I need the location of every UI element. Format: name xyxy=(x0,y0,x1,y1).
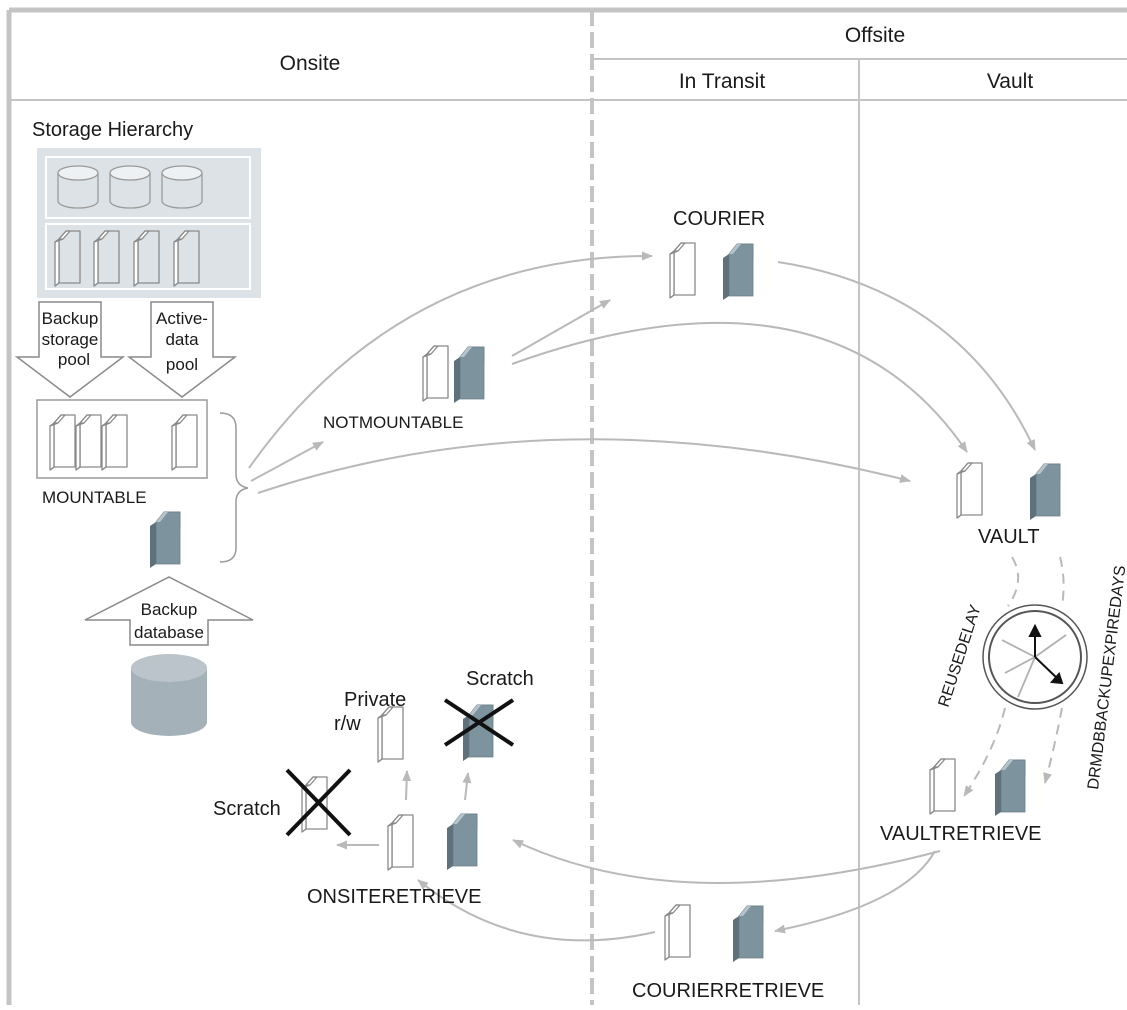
scratch-left-label: Scratch xyxy=(213,798,281,820)
tape-icon xyxy=(453,346,485,404)
arrow-vaultretrieve-to-courierretrieve xyxy=(774,850,936,934)
header-offsite: Offsite xyxy=(845,24,905,47)
backup-pool-label-1: Backup xyxy=(42,309,99,328)
active-pool-label-3: pool xyxy=(166,355,198,374)
tape-icon xyxy=(1029,463,1061,521)
tape-icon xyxy=(422,345,449,402)
state-notmountable: NOTMOUNTABLE xyxy=(323,413,463,432)
arrow-notmountable-to-courier xyxy=(511,299,611,357)
backup-database-arrow xyxy=(84,576,254,646)
backup-pool-label-3: pool xyxy=(58,350,90,369)
tape-icon xyxy=(446,813,478,871)
active-pool-label-2: data xyxy=(165,330,199,349)
backup-pool-label-2: storage xyxy=(42,330,99,349)
tape-icon xyxy=(664,904,691,961)
state-courier: COURIER xyxy=(673,208,765,230)
state-courierretrieve: COURIERRETRIEVE xyxy=(632,980,824,1002)
expiry-clock-icon xyxy=(982,604,1088,710)
arrow-mountable-to-notmountable xyxy=(250,441,324,482)
tape-icon xyxy=(722,243,754,301)
tape-icon xyxy=(956,462,983,519)
storage-hierarchy-title: Storage Hierarchy xyxy=(32,119,193,141)
private-label: Private xyxy=(344,689,406,711)
arrow-notmountable-to-vault xyxy=(511,321,968,453)
state-vault: VAULT xyxy=(978,526,1040,548)
arrow-mountable-to-courier xyxy=(248,251,653,469)
flow-arrows xyxy=(248,251,1036,942)
state-mountable: MOUNTABLE xyxy=(42,488,147,507)
rw-label: r/w xyxy=(334,713,361,735)
scratch-top-label: Scratch xyxy=(466,668,534,690)
private-tape-icon xyxy=(377,706,404,763)
database-cylinder-icon xyxy=(131,654,207,736)
backup-storage-pool-arrow xyxy=(14,301,126,398)
timer-reusedelay: REUSEDELAY xyxy=(936,602,985,709)
arrow-to-scratch xyxy=(462,772,472,801)
frame xyxy=(6,7,1127,1005)
tape-icon xyxy=(669,242,696,299)
cross-icon xyxy=(285,768,352,837)
active-data-pool-arrow xyxy=(126,301,238,398)
state-vaultretrieve: VAULTRETRIEVE xyxy=(880,823,1042,845)
backup-database-label-2: database xyxy=(134,623,204,642)
arrow-courier-to-vault xyxy=(777,261,1036,451)
tape-icon xyxy=(929,758,956,815)
cross-icon xyxy=(443,698,515,747)
tape-icon xyxy=(994,759,1026,817)
arrow-to-private xyxy=(402,770,412,801)
database-tape-icon xyxy=(149,511,181,569)
tape-icon xyxy=(732,905,764,963)
dashed-expiry-arrows xyxy=(963,556,1065,797)
active-pool-label-1: Active- xyxy=(156,309,208,328)
mountable-group xyxy=(36,399,208,569)
header-in-transit: In Transit xyxy=(679,70,766,93)
header-onsite: Onsite xyxy=(280,52,341,75)
backup-database-label-1: Backup xyxy=(141,600,198,619)
storage-hierarchy-panel xyxy=(37,148,261,298)
header-vault: Vault xyxy=(987,70,1033,93)
mountable-brace xyxy=(219,412,249,563)
arrow-vaultretrieve-to-onsiteretrieve xyxy=(512,839,941,884)
timer-drmdbbackupexpiredays: DRMDBBACKUPEXPIREDAYS xyxy=(1085,565,1127,791)
state-onsiteretrieve: ONSITERETRIEVE xyxy=(307,886,481,908)
arrow-mountable-to-vault xyxy=(257,438,911,494)
tape-icon xyxy=(387,814,414,871)
arrow-courierretrieve-to-onsiteretrieve xyxy=(417,879,656,942)
